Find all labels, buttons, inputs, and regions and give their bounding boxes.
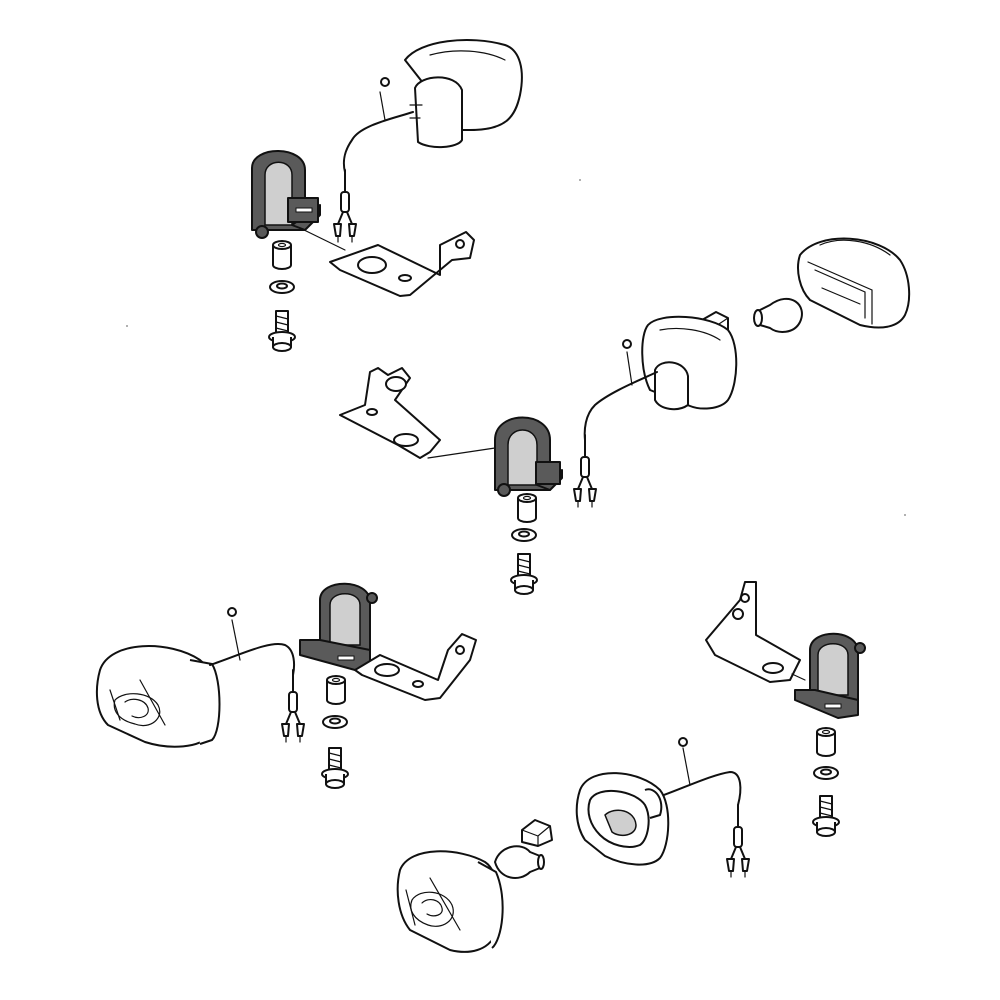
bolt [812,795,840,837]
assembly-lower-left [95,582,477,789]
wire-harness [649,737,750,878]
bracket-plate [339,367,441,459]
washer [269,280,295,294]
spacer [816,727,836,757]
spacer [517,493,537,523]
bracket-plate [354,633,477,701]
spacer [326,675,346,705]
bolt [510,553,538,595]
lens [396,850,504,953]
assembly-lower-right [396,581,866,953]
bracket-plate [329,231,475,297]
washer [322,715,348,729]
lens [797,237,911,329]
wire-harness [333,77,414,243]
assembly-middle [339,237,911,595]
bracket-plate [705,581,801,683]
lamp-housing [575,772,670,866]
spacer [272,240,292,270]
mount-bracket [794,632,866,719]
lamp-housing [641,315,738,411]
wire-harness [573,339,658,508]
lamp-housing [404,39,523,148]
scan-specks [126,179,906,516]
bolt [321,747,349,789]
mount-bracket [299,582,378,671]
clip [521,819,553,847]
bolt [268,310,296,352]
mount-bracket [251,150,321,239]
washer [813,766,839,780]
bulb [753,297,803,333]
wire-harness [209,607,305,743]
washer [511,528,537,542]
lamp-housing [95,645,221,748]
bulb [494,845,545,879]
mount-bracket [494,416,563,497]
assembly-top [251,39,523,352]
